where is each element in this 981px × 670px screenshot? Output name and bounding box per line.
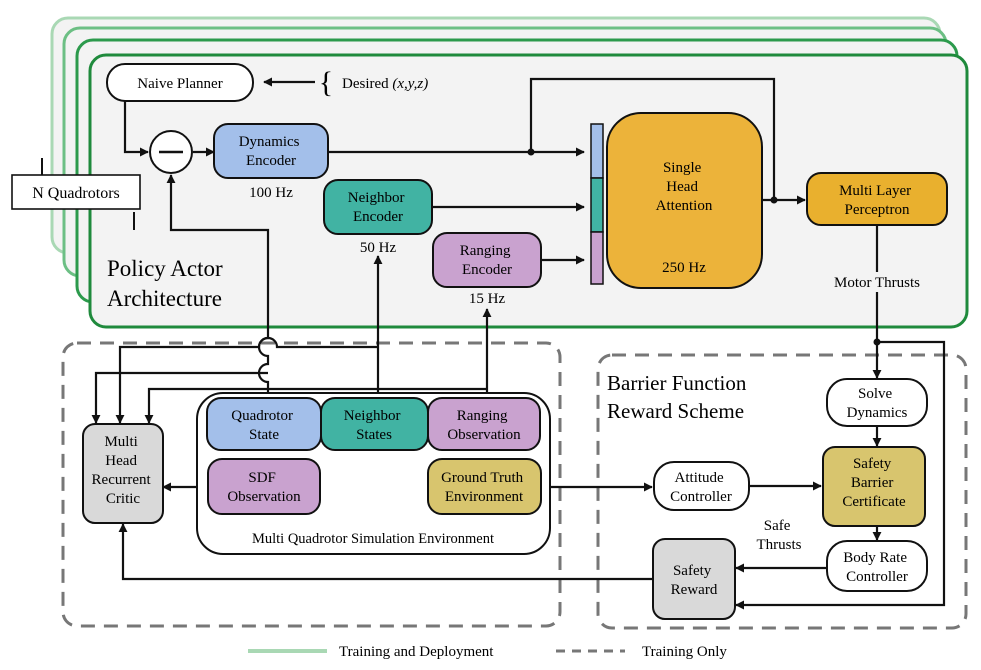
barrier-title: Barrier Function Reward Scheme [607,371,752,423]
neighbor-rate-label: 50 Hz [360,240,397,256]
motor-junction-dot [873,338,881,346]
body-rate-controller-label: Body Rate Controller [843,550,911,585]
dynamics-encoder-label: Dynamics Encoder [239,134,304,169]
ranging-rate-label: 15 Hz [469,291,506,307]
ranging-observation-box [427,397,541,451]
neighbor-states-label: Neighbor States [344,408,404,443]
critic-label: Multi Head Recurrent Critic [92,434,155,507]
ranging-encoder-label: Ranging Encoder [460,243,515,278]
naive-planner-box [106,63,254,102]
attention-rate-label: 250 Hz [662,260,706,276]
mlp-label: Multi Layer Perceptron [839,183,915,218]
n-quadrotors-box [11,174,141,210]
quadrotor-state-to-critic-arrow [91,371,268,424]
token-neighbor [590,177,604,233]
skip-connection-line [529,77,776,200]
motor-thrusts-to-reward-arrow [735,340,946,610]
motor-thrusts-label: Motor Thrusts [834,275,920,291]
solve-dynamics-label: Solve Dynamics [847,386,908,421]
attitude-controller-label: Attitude Controller [670,470,732,505]
attitude-controller-box [653,461,750,511]
safety-reward-label: Safety Reward [671,563,718,598]
training-only-region-left [61,341,562,628]
safe-thrusts-label: Safe Thrusts [757,518,802,553]
quadrotor-state-label: Quadrotor State [231,408,296,443]
ranging-observation-label: Ranging Observation [447,408,521,443]
sdf-observation-box [207,458,321,515]
safety-reward-box [652,538,736,620]
ranging-obs-to-critic-arrow [144,387,487,424]
training-only-region-right [596,353,968,630]
solve-dynamics-box [826,378,928,427]
token-dynamics [590,123,604,179]
skip-junction-dot [527,148,535,156]
neighbor-states-to-critic-arrow [115,336,378,424]
dynamics-encoder-box [213,123,329,179]
token-ranging [590,231,604,285]
motor-thrusts-bg [818,272,936,292]
safety-barrier-label: Safety Barrier Certificate [842,456,906,510]
ground-truth-box [427,458,542,515]
critic-box [82,423,164,524]
body-rate-controller-box [826,540,928,592]
policy-actor-title: Policy Actor Architecture [107,256,228,311]
desired-brace: { [319,66,333,99]
merge-junction-dot [770,196,778,204]
neighbor-encoder-box [323,179,433,235]
reward-to-critic-arrow [118,523,652,581]
neighbor-encoder-label: Neighbor Encoder [348,190,408,225]
legend-training-only: Training Only [642,644,727,660]
safety-barrier-box [822,446,926,527]
ranging-encoder-box [432,232,542,288]
attention-box [606,112,763,289]
sdf-observation-label: SDF Observation [227,470,301,505]
desired-label: Desired (x,y,z) [342,76,428,92]
attention-label: Single Head Attention [656,160,713,214]
dynamics-rate-label: 100 Hz [249,185,293,201]
mlp-box [806,172,948,226]
ground-truth-label: Ground Truth Environment [441,470,527,505]
planner-to-subtract-arrow [123,101,149,157]
sim-env-label: Multi Quadrotor Simulation Environment [252,531,494,547]
naive-planner-label: Naive Planner [137,76,222,92]
n-quadrotors-label: N Quadrotors [32,185,120,202]
legend-training-deployment: Training and Deployment [339,644,494,660]
